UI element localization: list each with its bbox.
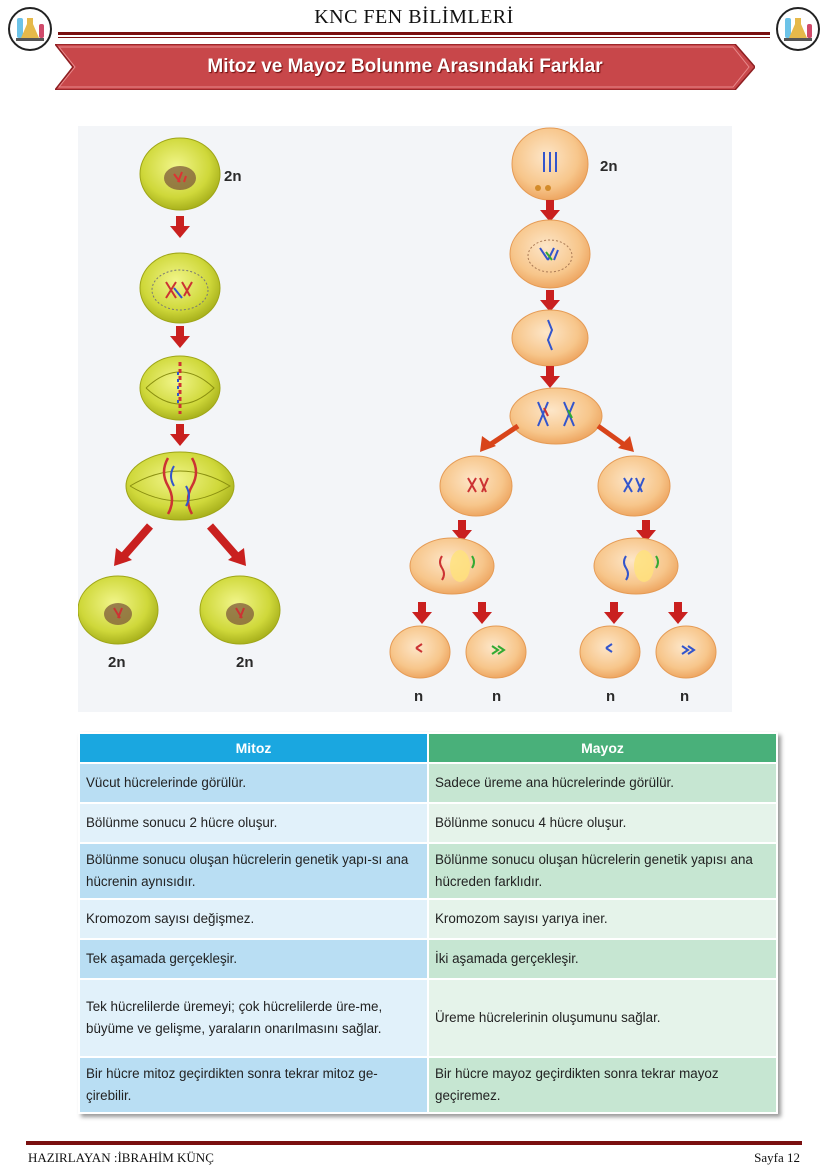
header-rule-thin (58, 37, 770, 38)
header-rule (58, 32, 770, 35)
mitosis-meiosis-illustration (77, 127, 717, 679)
mitosis-daughter-label: 2n (236, 654, 254, 671)
mayoz-cell: Bölünme sonucu 4 hücre oluşur. (429, 804, 776, 842)
table-header-row: Mitoz Mayoz (80, 734, 776, 762)
mayoz-cell: Üreme hücrelerinin oluşumunu sağlar. (429, 980, 776, 1056)
meiosis-gamete-label: n (492, 688, 502, 705)
mitoz-mayoz-comparison-table: Mitoz Mayoz Vücut hücrelerinde görülür. … (78, 732, 778, 1114)
cell-division-figure: 2n 2n 2n 2n n n n n (77, 126, 732, 712)
meiosis-parent-label: 2n (600, 158, 618, 175)
lab-flask-logo-icon (8, 7, 52, 51)
mitosis-parent-label: 2n (224, 168, 242, 185)
footer-rule (26, 1141, 802, 1145)
mitoz-cell: Bir hücre mitoz geçirdikten sonra tekrar… (80, 1058, 427, 1112)
mayoz-cell: İki aşamada gerçekleşir. (429, 940, 776, 978)
meiosis-gamete-label: n (414, 688, 424, 705)
meiosis-gamete-label: n (606, 688, 616, 705)
table-row: Vücut hücrelerinde görülür. Sadece üreme… (80, 764, 776, 802)
mayoz-cell: Sadece üreme ana hücrelerinde görülür. (429, 764, 776, 802)
mitoz-cell: Bölünme sonucu oluşan hücrelerin genetik… (80, 844, 427, 898)
mayoz-cell: Bölünme sonucu oluşan hücrelerin genetik… (429, 844, 776, 898)
mitoz-cell: Bölünme sonucu 2 hücre oluşur. (80, 804, 427, 842)
table-row: Bir hücre mitoz geçirdikten sonra tekrar… (80, 1058, 776, 1112)
mitoz-header: Mitoz (80, 734, 427, 762)
title-banner (55, 44, 755, 90)
mitosis-daughter-label: 2n (108, 654, 126, 671)
mayoz-cell: Kromozom sayısı yarıya iner. (429, 900, 776, 938)
mitoz-cell: Vücut hücrelerinde görülür. (80, 764, 427, 802)
meiosis-gamete-label: n (680, 688, 690, 705)
page-header-title: KNC FEN BİLİMLERİ (314, 6, 514, 28)
mitoz-cell: Tek hücrelilerde üremeyi; çok hücreliler… (80, 980, 427, 1056)
footer-author: HAZIRLAYAN :İBRAHİM KÜNÇ (28, 1150, 214, 1165)
mayoz-cell: Bir hücre mayoz geçirdikten sonra tekrar… (429, 1058, 776, 1112)
table-row: Tek hücrelilerde üremeyi; çok hücreliler… (80, 980, 776, 1056)
footer-page-number: Sayfa 12 (754, 1150, 800, 1165)
mitoz-cell: Tek aşamada gerçekleşir. (80, 940, 427, 978)
lab-flask-logo-icon (776, 7, 820, 51)
table-row: Tek aşamada gerçekleşir. İki aşamada ger… (80, 940, 776, 978)
table-row: Kromozom sayısı değişmez. Kromozom sayıs… (80, 900, 776, 938)
table-row: Bölünme sonucu 2 hücre oluşur. Bölünme s… (80, 804, 776, 842)
banner-title: Mitoz ve Mayoz Bolunme Arasındaki Farkla… (207, 56, 603, 77)
mitoz-cell: Kromozom sayısı değişmez. (80, 900, 427, 938)
table-row: Bölünme sonucu oluşan hücrelerin genetik… (80, 844, 776, 898)
mayoz-header: Mayoz (429, 734, 776, 762)
